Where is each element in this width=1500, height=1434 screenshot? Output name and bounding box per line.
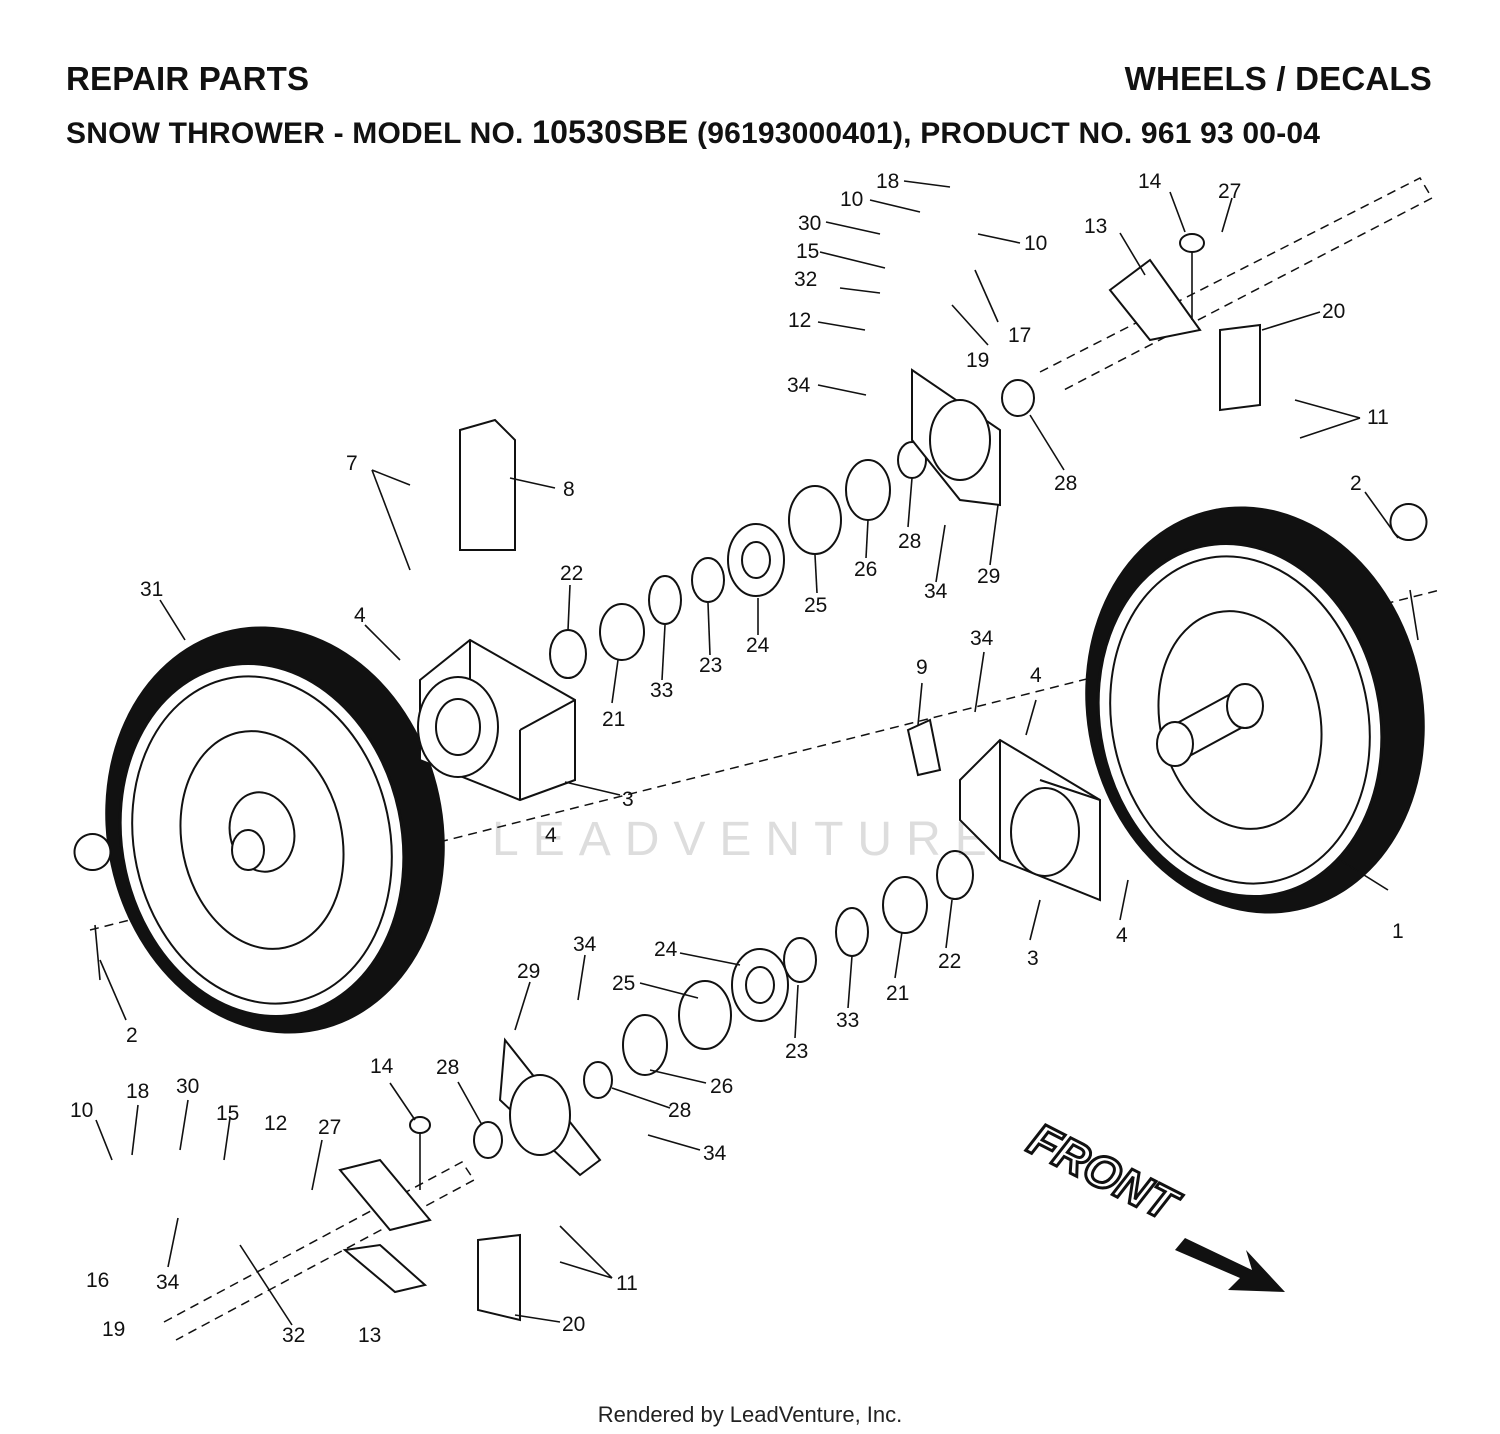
- callout: 3: [622, 788, 634, 811]
- callout: 10: [1024, 232, 1047, 255]
- callout: 13: [1084, 215, 1107, 238]
- callout: 24: [654, 938, 678, 961]
- callout: 12: [264, 1112, 287, 1135]
- header-subtitle: SNOW THROWER - MODEL NO. 10530SBE (96193…: [66, 114, 1320, 151]
- callout: 8: [563, 478, 575, 501]
- callout: 19: [102, 1318, 125, 1341]
- callout: 21: [602, 708, 625, 731]
- callout: 28: [436, 1056, 459, 1079]
- callout: 4: [1030, 664, 1042, 687]
- right-wheel-tire: [1085, 506, 1425, 914]
- callout: 32: [282, 1324, 305, 1347]
- callout: 7: [346, 452, 358, 475]
- subtitle-prefix: SNOW THROWER - MODEL NO.: [66, 117, 533, 150]
- callout: 23: [699, 654, 722, 677]
- callout: 4: [545, 824, 557, 847]
- callout: 34: [787, 374, 811, 397]
- header-right-title: WHEELS / DECALS: [1124, 60, 1432, 97]
- part-callouts: 1 2 2 3 3 4 4 4 4 7 8 9 10 10 10 11 11 1…: [70, 170, 1404, 1347]
- callout: 20: [1322, 300, 1345, 323]
- model-number: 10530SBE: [532, 114, 689, 150]
- callout: 11: [616, 1272, 638, 1295]
- callout: 28: [898, 530, 921, 553]
- callout: 34: [970, 627, 994, 650]
- leader-lines: [95, 180, 1399, 1326]
- left-gear-housing: [417, 638, 576, 802]
- callout: 26: [710, 1075, 733, 1098]
- callout: 22: [938, 950, 961, 973]
- callout: 26: [854, 558, 877, 581]
- callout: 4: [1116, 924, 1128, 947]
- callout: 33: [650, 679, 673, 702]
- callout: 24: [746, 634, 770, 657]
- callout: 22: [560, 562, 583, 585]
- callout: 11: [1367, 406, 1389, 429]
- callout: 25: [804, 594, 827, 617]
- brackets-and-fasteners: [73, 233, 1428, 1322]
- callout: 29: [517, 960, 540, 983]
- left-wheel-tire: [105, 626, 445, 1034]
- callout: 34: [573, 933, 597, 956]
- watermark-text: LEADVENTURE: [492, 813, 1001, 866]
- callout: 17: [1008, 324, 1031, 347]
- callout: 13: [358, 1324, 381, 1347]
- callout: 20: [562, 1313, 585, 1336]
- callout: 4: [354, 604, 366, 627]
- header-left-title: REPAIR PARTS: [66, 60, 310, 97]
- front-label: FRONT: [1020, 1113, 1188, 1233]
- callout: 33: [836, 1009, 859, 1032]
- callout: 3: [1027, 947, 1039, 970]
- callout: 15: [796, 240, 819, 263]
- callout: 2: [1350, 472, 1362, 495]
- callout: 28: [1054, 472, 1077, 495]
- callout: 30: [176, 1075, 199, 1098]
- callout: 2: [126, 1024, 138, 1047]
- callout: 1: [1392, 920, 1404, 943]
- callout: 25: [612, 972, 635, 995]
- callout: 14: [370, 1055, 394, 1078]
- callout: 34: [924, 580, 948, 603]
- callout: 29: [977, 565, 1000, 588]
- lower-bearing-stack: [473, 850, 974, 1177]
- callout: 27: [318, 1116, 341, 1139]
- callout: 16: [86, 1269, 109, 1292]
- callout: 10: [840, 188, 863, 211]
- callout: 27: [1218, 180, 1241, 203]
- front-direction-arrow: FRONT: [1019, 1111, 1285, 1292]
- right-gear-housing: [959, 738, 1101, 902]
- callout: 28: [668, 1099, 691, 1122]
- callout: 18: [126, 1080, 149, 1103]
- callout: 32: [794, 268, 817, 291]
- callout: 31: [140, 578, 163, 601]
- callout: 23: [785, 1040, 808, 1063]
- callout: 34: [156, 1271, 180, 1294]
- callout: 30: [798, 212, 821, 235]
- upper-bearing-stack: [549, 368, 1035, 679]
- callout: 9: [916, 656, 928, 679]
- callout: 14: [1138, 170, 1162, 193]
- callout: 12: [788, 309, 811, 332]
- callout: 10: [70, 1099, 93, 1122]
- callout: 18: [876, 170, 899, 193]
- subtitle-suffix: (96193000401), PRODUCT NO. 961 93 00-04: [688, 117, 1321, 150]
- callout: 34: [703, 1142, 727, 1165]
- footer-credit: Rendered by LeadVenture, Inc.: [597, 1402, 903, 1427]
- callout: 19: [966, 349, 989, 372]
- callout: 15: [216, 1102, 239, 1125]
- callout: 21: [886, 982, 909, 1005]
